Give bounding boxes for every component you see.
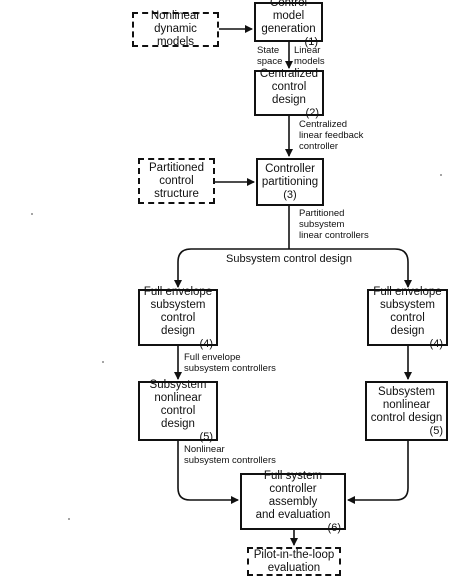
- centralized-control-design-number: (2): [305, 106, 319, 119]
- control-model-generation-box: Control model generation (1): [254, 0, 323, 48]
- pilot-in-the-loop-box: Pilot-in-the-loop evaluation: [247, 547, 341, 576]
- control-model-generation-text: Control model generation: [261, 0, 316, 35]
- nonlinear-dynamic-models-text: Nonlinear dynamic models: [150, 10, 201, 48]
- arrow-left-nonlinear-to-assembly: [177, 441, 239, 504]
- scan-speck: [440, 174, 442, 176]
- centralized-linear-feedback-label: Centralized linear feedback controller: [299, 119, 364, 152]
- nonlinear-control-design-right-box: Subsystem nonlinear control design (5): [365, 381, 448, 441]
- nonlinear-control-design-right-text: Subsystem nonlinear control design: [370, 385, 443, 424]
- subsystem-control-design-label: Subsystem control design: [226, 253, 352, 265]
- scan-speck: [102, 361, 104, 363]
- linear-models-label: Linear models: [294, 45, 325, 67]
- arrow-split-left: [174, 248, 289, 288]
- scan-speck: [68, 518, 70, 520]
- partitioned-subsystem-linear-label: Partitioned subsystem linear controllers: [299, 208, 369, 241]
- scan-speck: [31, 213, 33, 215]
- state-space-label: State space: [257, 45, 283, 67]
- nonlinear-control-design-left-text: Subsystem nonlinear control design: [149, 379, 207, 430]
- nonlinear-subsystem-controllers-label: Nonlinear subsystem controllers: [184, 444, 276, 466]
- nonlinear-control-design-left-box: Subsystem nonlinear control design (5): [138, 379, 218, 443]
- centralized-control-design-box: Centralized control design (2): [254, 67, 324, 119]
- full-system-assembly-text: Full system controller assembly and eval…: [255, 469, 331, 521]
- full-envelope-design-left-text: Full envelope subsystem control design: [143, 285, 213, 337]
- full-envelope-design-right-number: (4): [429, 337, 443, 350]
- control-model-generation-number: (1): [304, 35, 318, 48]
- controller-partitioning-number: (3): [283, 189, 297, 201]
- nonlinear-dynamic-models-box: Nonlinear dynamic models: [132, 10, 219, 48]
- full-system-assembly-box: Full system controller assembly and eval…: [240, 469, 346, 534]
- full-envelope-design-left-box: Full envelope subsystem control design (…: [138, 285, 218, 350]
- centralized-control-design-text: Centralized control design: [259, 67, 319, 106]
- full-envelope-controllers-label: Full envelope subsystem controllers: [184, 352, 276, 374]
- partitioned-control-structure-text: Partitioned control structure: [149, 161, 204, 200]
- controller-partitioning-box: Controller partitioning (3): [256, 158, 324, 206]
- full-envelope-design-left-number: (4): [199, 337, 213, 350]
- arrow-right-nonlinear-to-assembly: [347, 441, 409, 504]
- nonlinear-control-design-right-number: (5): [429, 424, 443, 437]
- controller-partitioning-text: Controller partitioning: [261, 163, 319, 188]
- full-envelope-design-right-box: Full envelope subsystem control design (…: [367, 285, 448, 350]
- arrow-split-right: [289, 248, 412, 288]
- nonlinear-control-design-left-number: (5): [199, 431, 213, 443]
- full-system-assembly-number: (6): [327, 521, 341, 534]
- pilot-in-the-loop-text: Pilot-in-the-loop evaluation: [253, 548, 335, 574]
- partitioned-control-structure-box: Partitioned control structure: [138, 158, 215, 204]
- full-envelope-design-right-text: Full envelope subsystem control design: [373, 285, 442, 337]
